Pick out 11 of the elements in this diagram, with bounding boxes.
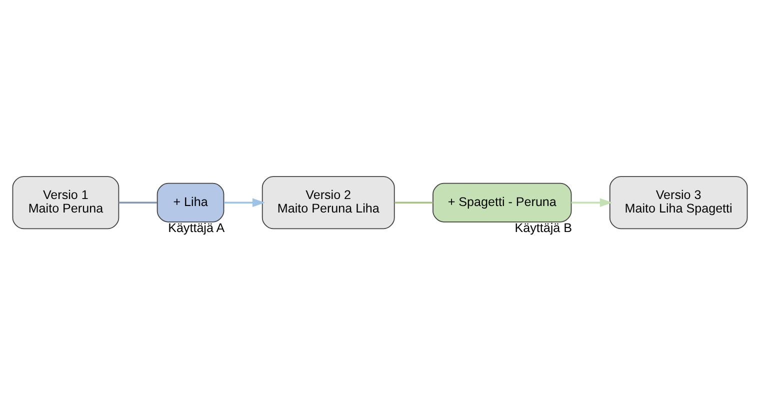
connector (394, 202, 433, 204)
arrow (224, 198, 266, 208)
node-box: + Liha (156, 182, 224, 222)
arrow (571, 198, 612, 208)
node-box: Versio 3 Maito Liha Spagetti (609, 176, 748, 230)
node-label: Käyttäjä B (514, 220, 572, 235)
node-box: Versio 1 Maito Peruna (12, 176, 120, 230)
connector (118, 202, 157, 204)
node-box: + Spagetti - Peruna (432, 182, 572, 222)
node-box: Versio 2 Maito Peruna Liha (262, 176, 395, 230)
node-label: Käyttäjä A (168, 220, 225, 235)
